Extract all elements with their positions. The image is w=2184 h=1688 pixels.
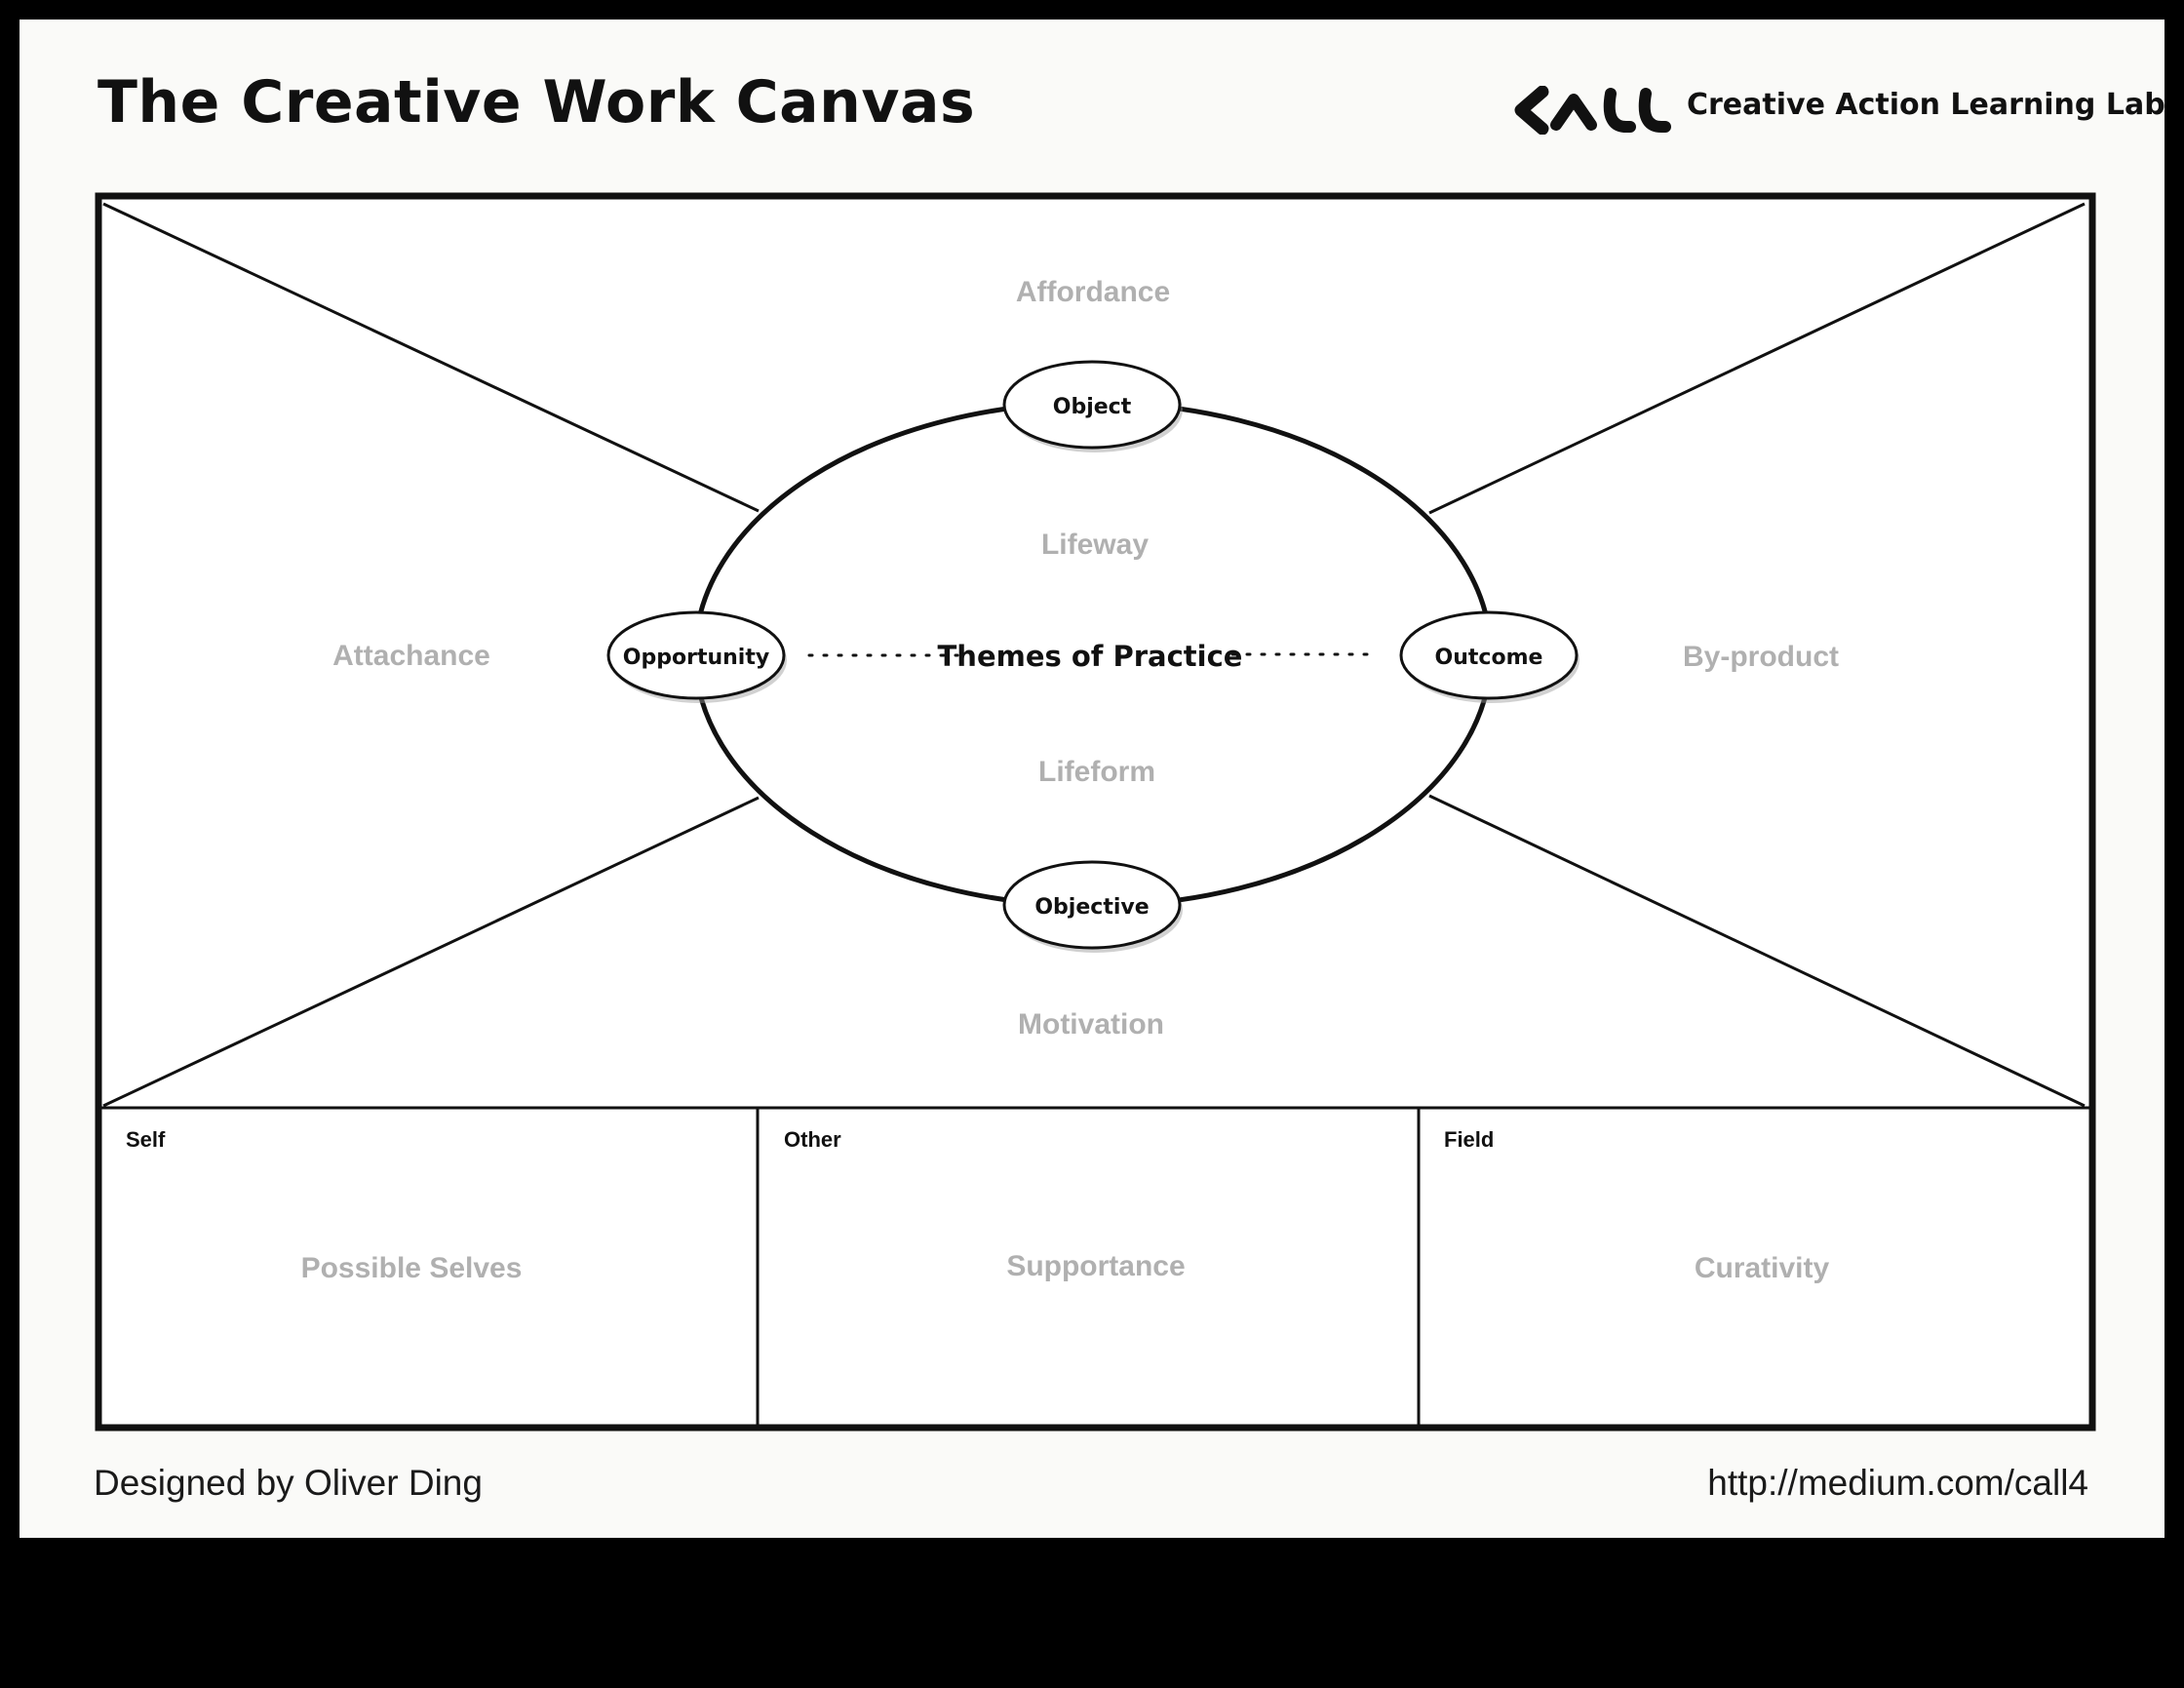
- node-outcome-label: Outcome: [1435, 646, 1543, 670]
- brand-name: Creative Action Learning Lab: [1687, 88, 2165, 122]
- node-objective-label: Objective: [1034, 895, 1149, 920]
- page-title: The Creative Work Canvas: [98, 68, 976, 137]
- node-objective: Objective: [1002, 860, 1183, 953]
- designer-credit: Designed by Oliver Ding: [94, 1463, 483, 1503]
- diagonal-top-left: [102, 202, 760, 513]
- diagonal-bottom-right: [1428, 794, 2086, 1108]
- zone-label-attachance: Attachance: [332, 640, 490, 672]
- diagonal-bottom-left: [102, 796, 760, 1108]
- node-outcome: Outcome: [1399, 610, 1580, 703]
- themes-of-practice-label: Themes of Practice: [938, 640, 1243, 673]
- node-opportunity-label: Opportunity: [623, 646, 769, 670]
- panel-tag-self: Self: [126, 1127, 166, 1152]
- ellipse-label-lifeway: Lifeway: [1041, 529, 1149, 561]
- panel-tag-field: Field: [1444, 1127, 1494, 1152]
- call-logo-icon: [1514, 86, 1671, 135]
- panel-label-possible-selves: Possible Selves: [301, 1252, 523, 1284]
- node-object-label: Object: [1053, 395, 1132, 419]
- zone-label-affordance: Affordance: [1016, 276, 1170, 308]
- ellipse-label-lifeform: Lifeform: [1038, 756, 1155, 788]
- panel-label-supportance: Supportance: [1006, 1250, 1185, 1282]
- panel-label-curativity: Curativity: [1695, 1252, 1830, 1284]
- node-object: Object: [1002, 360, 1183, 452]
- panel-tag-other: Other: [784, 1127, 841, 1152]
- source-url: http://medium.com/call4: [1707, 1463, 2088, 1503]
- zone-label-motivation: Motivation: [1018, 1008, 1164, 1040]
- diagonal-top-right: [1428, 202, 2086, 515]
- node-opportunity: Opportunity: [606, 610, 787, 703]
- zone-label-by-product: By-product: [1683, 641, 1839, 673]
